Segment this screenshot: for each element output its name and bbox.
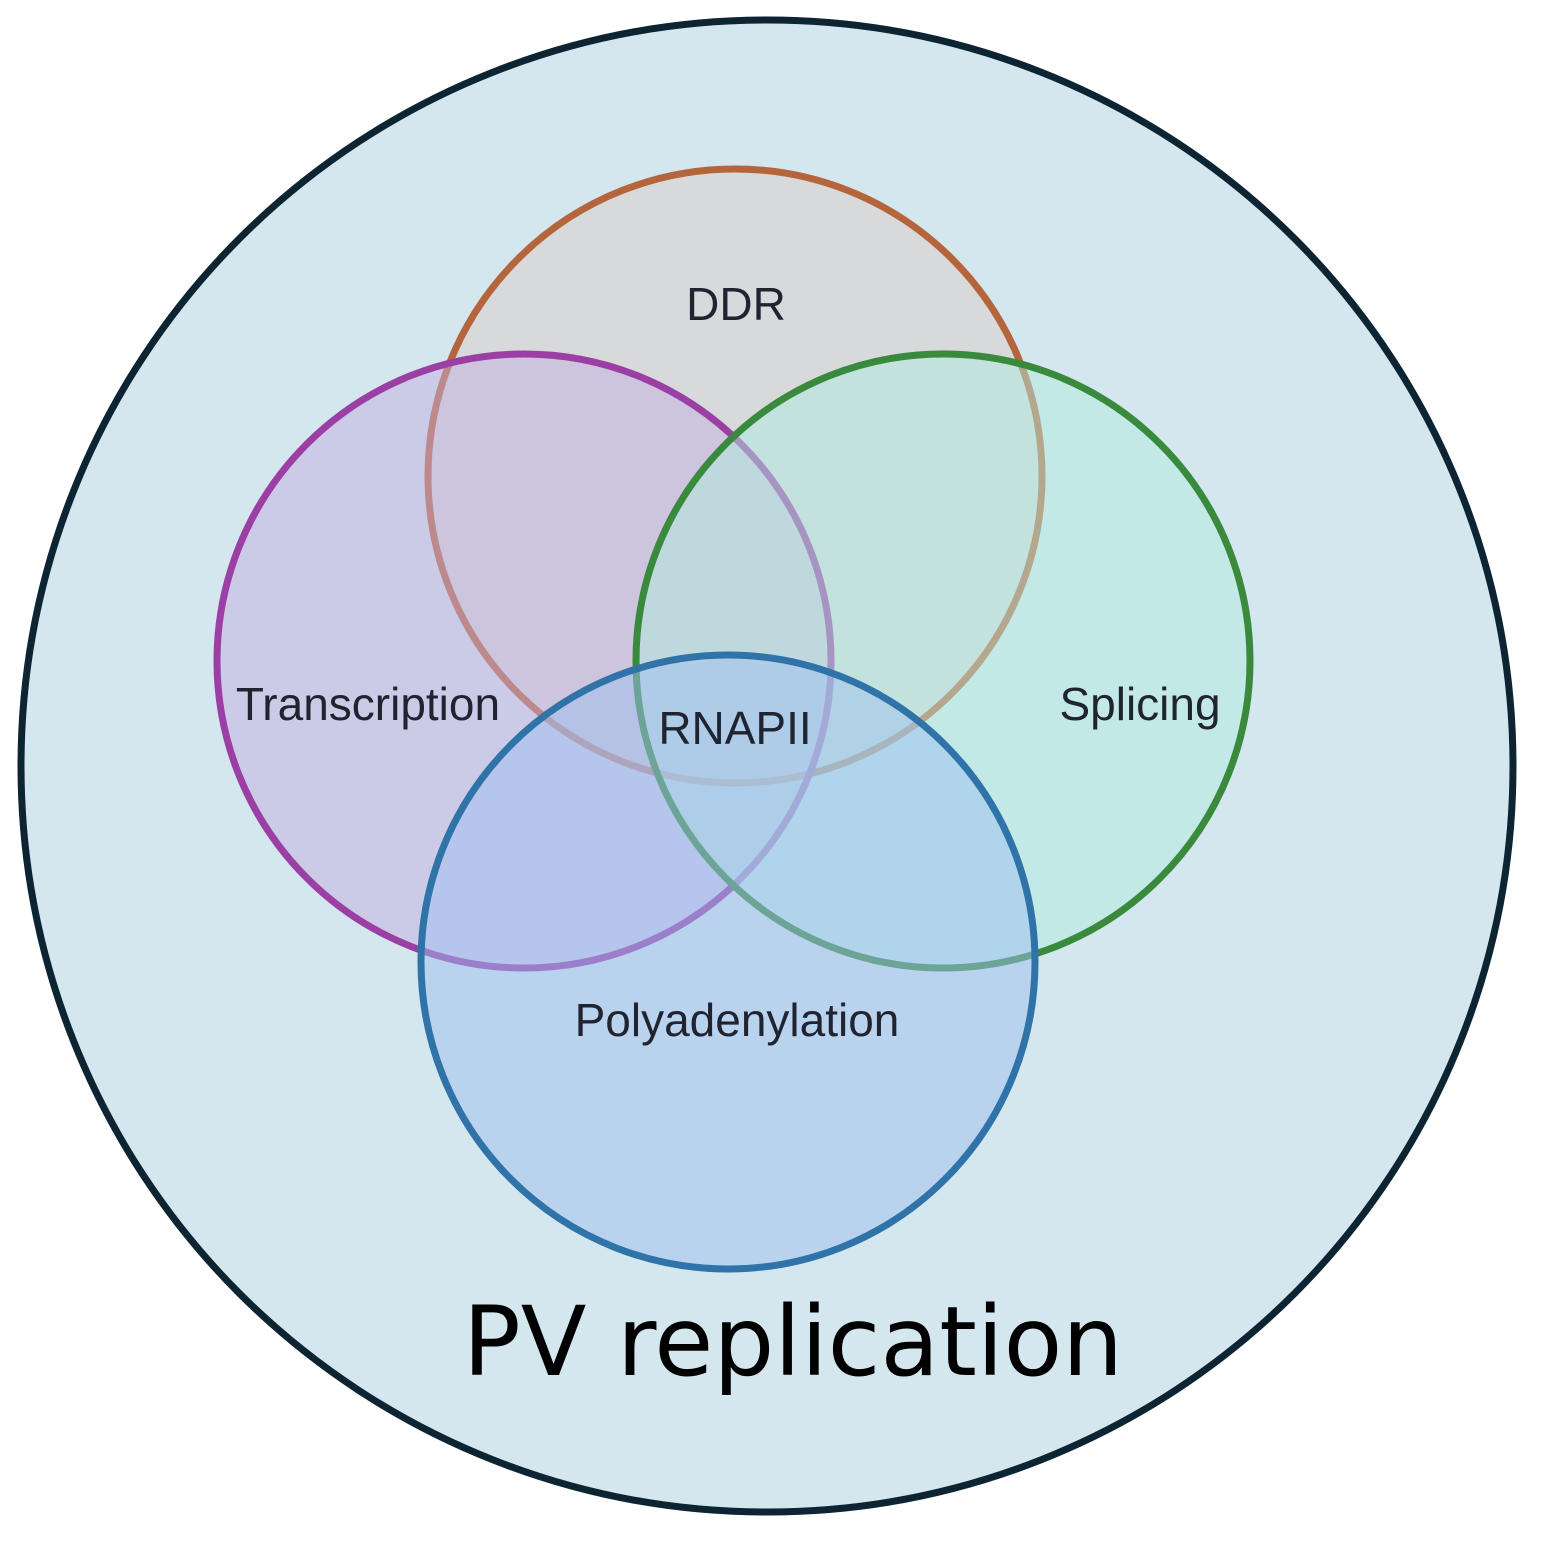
center-label-rnapii: RNAPII [658, 702, 811, 754]
polyadenylation-label: Polyadenylation [575, 994, 900, 1046]
transcription-label: Transcription [236, 678, 500, 730]
splicing-label: Splicing [1059, 678, 1220, 730]
outer-label-pv-replication: PV replication [463, 1286, 1123, 1398]
ddr-label: DDR [686, 278, 786, 330]
polyadenylation-circle [417, 651, 1039, 1273]
